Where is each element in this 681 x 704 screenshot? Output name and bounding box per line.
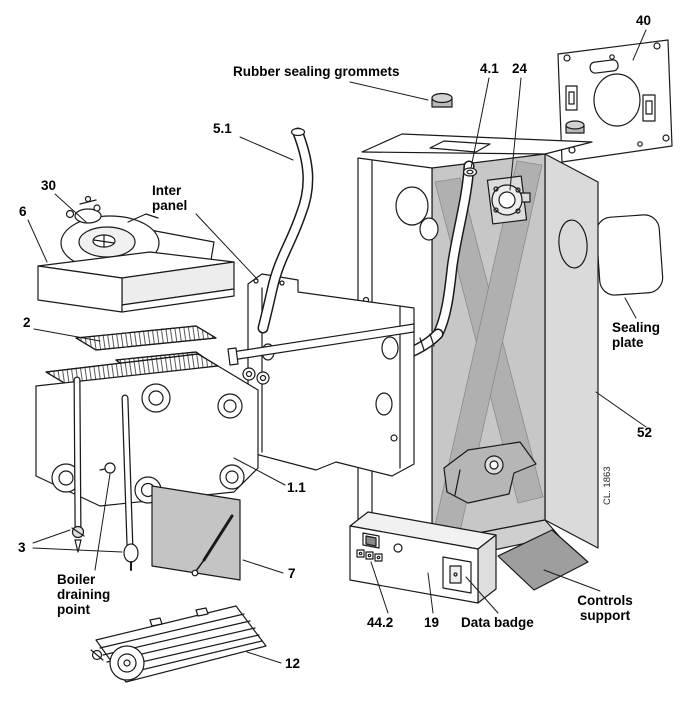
pipe-fittings-drawing (242, 367, 270, 385)
label-part-52: 52 (637, 425, 653, 440)
back-plate-drawing (557, 39, 673, 163)
label-inter-panel: Inter panel (152, 183, 188, 214)
draining-point-drawing (104, 462, 116, 474)
side-panel-7-drawing (151, 485, 241, 581)
washer-4-1-drawing (462, 167, 478, 177)
label-part-3: 3 (18, 540, 26, 555)
label-data-badge: Data badge (461, 615, 534, 630)
terminal-block-44-2-drawing (356, 549, 383, 562)
label-part-12: 12 (285, 656, 301, 671)
label-rubber-sealing-grommets: Rubber sealing grommets (233, 64, 400, 79)
label-controls-support: Controls support (577, 593, 633, 624)
sealing-plate-drawing (595, 214, 664, 296)
drain-pipes-drawing (71, 376, 139, 571)
label-part-30: 30 (41, 178, 57, 193)
controls-box-drawing (349, 511, 497, 604)
label-part-24: 24 (512, 61, 528, 76)
grommet-on-plate-drawing (565, 120, 585, 134)
label-part-7: 7 (288, 566, 296, 581)
label-sealing-plate: Sealing plate (612, 320, 661, 351)
heat-exchanger-drawing (35, 353, 259, 507)
label-part-1-1: 1.1 (287, 480, 306, 495)
gas-valve-24-drawing (486, 175, 531, 225)
interior-bottom-bracket-drawing (443, 441, 537, 504)
air-box-drawing (37, 251, 235, 313)
drawing-code-label: CL. 1863 (602, 466, 613, 505)
label-boiler-draining-point: Boiler draining point (57, 572, 111, 618)
label-part-5-1: 5.1 (213, 121, 232, 136)
burner-drawing (90, 605, 267, 683)
flue-pipe-drawing (257, 127, 314, 334)
rubber-grommet-drawing (431, 92, 453, 108)
controls-support-drawing (497, 529, 589, 591)
label-part-40: 40 (636, 13, 652, 28)
label-part-6: 6 (19, 204, 27, 219)
label-part-4-1: 4.1 (480, 61, 499, 76)
label-part-2: 2 (23, 315, 31, 330)
label-part-19: 19 (424, 615, 440, 630)
leader-lines (27, 29, 647, 664)
label-part-44-2: 44.2 (367, 615, 394, 630)
